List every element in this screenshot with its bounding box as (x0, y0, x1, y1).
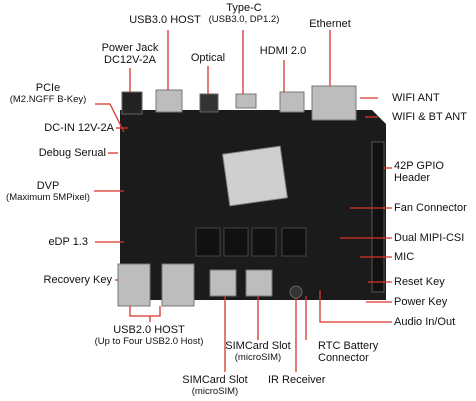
audio-io-label: Audio In/Out (394, 316, 456, 328)
dram-chip (251, 227, 277, 257)
dual-mipi-label: Dual MIPI-CSI (394, 232, 465, 244)
gpio-header (371, 141, 385, 293)
debug-serial-label: Debug Serual (38, 147, 106, 159)
usb20-host-label: USB2.0 HOST (Up to Four USB2.0 Host) (94, 324, 204, 347)
usb30-port (155, 89, 183, 113)
simcard-slot (245, 269, 273, 297)
dram-chip (281, 227, 307, 257)
ethernet-port (311, 85, 357, 121)
usb20-port (117, 263, 151, 307)
ir-receiver-label: IR Receiver (268, 374, 326, 386)
optical-label: Optical (190, 52, 226, 64)
ethernet-label: Ethernet (309, 18, 351, 30)
wifi-ant-label: WIFI ANT (392, 92, 440, 104)
wifi-bt-ant-label: WIFI & BT ANT (392, 111, 467, 123)
board (120, 110, 386, 300)
soc-chip (222, 145, 288, 207)
hdmi-port (279, 91, 305, 113)
power-jack-label: Power Jack DC12V-2A (101, 42, 159, 66)
pcie-label: PCIe (M2.NGFF B-Key) (9, 82, 87, 105)
typec-port (235, 93, 257, 109)
edp-label: eDP 1.3 (48, 236, 88, 248)
rtc-battery-label: RTC Battery Connector (318, 340, 379, 364)
hdmi-label: HDMI 2.0 (259, 45, 307, 57)
dc-in-label: DC-IN 12V-2A (44, 122, 114, 134)
recovery-key-label: Recovery Key (43, 274, 112, 286)
typec-label: Type-C (USB3.0, DP1.2) (208, 2, 280, 25)
gpio-header-label: 42P GPIO Header (394, 160, 444, 184)
usb20-port (161, 263, 195, 307)
dvp-label: DVP (Maximum 5MPixel) (6, 180, 90, 203)
simcard-slot-right-label: SIMCard Slot (microSIM) (225, 340, 291, 363)
simcard-slot-left-label: SIMCard Slot (microSIM) (182, 374, 248, 397)
dram-chip (223, 227, 249, 257)
simcard-slot (209, 269, 237, 297)
power-key-label: Power Key (394, 296, 448, 308)
power-jack (121, 91, 143, 115)
dram-chip (195, 227, 221, 257)
mic-label: MIC (394, 251, 415, 263)
reset-key-label: Reset Key (394, 276, 445, 288)
ir-receiver-part (289, 285, 303, 299)
fan-connector-label: Fan Connector (394, 202, 467, 214)
optical-port (199, 93, 219, 113)
usb30-host-label: USB3.0 HOST (129, 14, 201, 26)
